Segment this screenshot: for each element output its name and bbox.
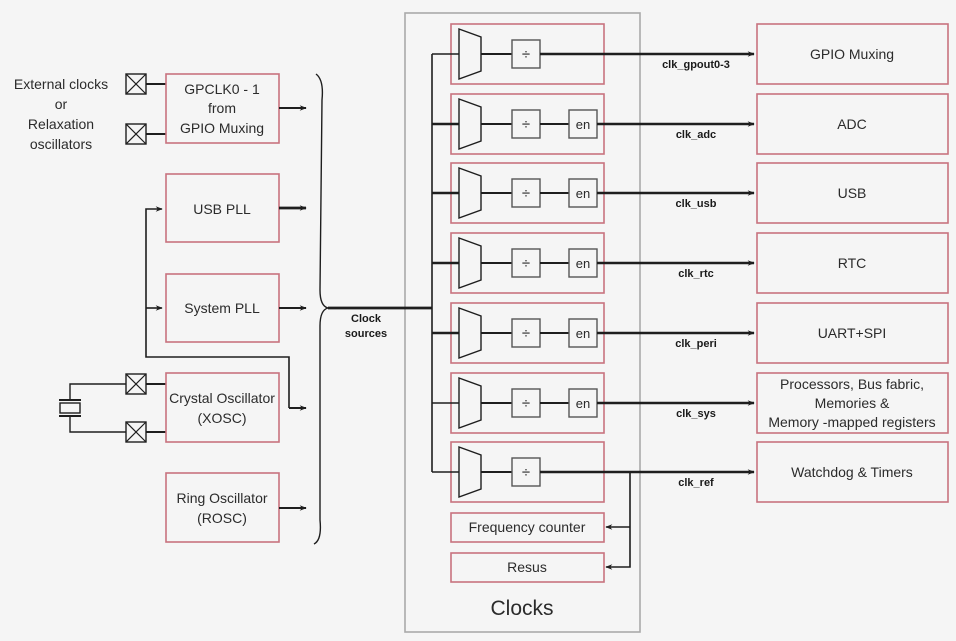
svg-text:Clock: Clock [351,313,382,325]
divider-icon: ÷ [511,388,541,418]
svg-text:External clocks: External clocks [14,76,108,92]
svg-text:(XOSC): (XOSC) [198,410,247,426]
svg-text:GPCLK0 - 1: GPCLK0 - 1 [184,81,260,97]
svg-text:Watchdog & Timers: Watchdog & Timers [791,464,913,480]
destination-block: Processors, Bus fabric, Memories & Memory … [756,372,949,434]
svg-text:USB PLL: USB PLL [193,201,251,217]
svg-text:÷: ÷ [522,255,530,272]
divider-icon: ÷ [511,109,541,139]
svg-text:en: en [576,256,590,271]
source-system-pll: System PLL [165,273,280,343]
frequency-counter-block: Frequency counter [450,512,605,543]
signal-label: clk_adc [676,129,716,141]
xosc-pad-icon [125,421,147,443]
svg-text:Resus: Resus [507,559,547,575]
svg-text:Frequency counter: Frequency counter [469,519,586,535]
svg-text:Processors, Bus fabric,: Processors, Bus fabric, [780,376,924,392]
clock-generator-clk_adc: ÷ en clk_adc [432,93,755,155]
signal-label: clk_ref [678,477,714,489]
clock-generator-clk_rtc: ÷ en clk_rtc [432,232,755,294]
svg-text:Memory -mapped registers: Memory -mapped registers [768,414,935,430]
svg-text:(ROSC): (ROSC) [197,510,247,526]
clock-generator-clk_usb: ÷ en clk_usb [432,162,755,224]
svg-text:÷: ÷ [522,185,530,202]
divider-icon: ÷ [511,457,541,487]
svg-text:Ring Oscillator: Ring Oscillator [176,490,267,506]
destination-block: GPIO Muxing [756,23,949,85]
enable-gate: en [568,248,598,278]
clock-generator-clk_ref: ÷ clk_ref [432,441,755,503]
resus-block: Resus [450,552,605,583]
svg-text:en: en [576,326,590,341]
svg-text:sources: sources [345,328,387,340]
svg-text:÷: ÷ [522,395,530,412]
svg-text:RTC: RTC [838,255,867,271]
clock-sources-brace [313,73,329,545]
clocks-title: Clocks [490,597,553,620]
divider-icon: ÷ [511,39,541,69]
svg-text:÷: ÷ [522,464,530,481]
source-xosc: Crystal Oscillator (XOSC) [165,372,280,443]
clock-generator-clk_sys: ÷ en clk_sys [432,372,755,434]
source-gpclk: GPCLK0 - 1 from GPIO Muxing [165,73,280,144]
mux-icon [458,237,482,289]
svg-text:en: en [576,186,590,201]
divider-icon: ÷ [511,318,541,348]
svg-text:Crystal Oscillator: Crystal Oscillator [169,390,275,406]
external-clocks-label: External clocks or Relaxation oscillator… [14,76,108,152]
mux-icon [458,98,482,150]
svg-text:oscillators: oscillators [30,136,92,152]
enable-gate: en [568,178,598,208]
destination-block: RTC [756,232,949,294]
destination-block: UART+SPI [756,302,949,364]
clock-generator-clk_gpout0-3: ÷ clk_gpout0-3 [432,23,755,85]
svg-text:en: en [576,396,590,411]
svg-text:System PLL: System PLL [184,300,260,316]
svg-text:or: or [55,96,68,112]
svg-text:UART+SPI: UART+SPI [818,325,887,341]
gpio-pad-icon [125,73,147,95]
gpio-pad-icon [125,123,147,145]
svg-text:en: en [576,117,590,132]
svg-text:Memories &: Memories & [815,395,890,411]
mux-icon [458,28,482,80]
svg-text:÷: ÷ [522,325,530,342]
destination-block: ADC [756,93,949,155]
divider-icon: ÷ [511,248,541,278]
svg-text:÷: ÷ [522,116,530,133]
crystal-icon [59,383,126,433]
signal-label: clk_rtc [678,268,713,280]
signal-label: clk_sys [676,408,716,420]
source-rosc: Ring Oscillator (ROSC) [165,472,280,543]
xosc-pad-icon [125,373,147,395]
mux-icon [458,377,482,429]
source-usb-pll: USB PLL [165,173,280,243]
mux-icon [458,167,482,219]
svg-text:USB: USB [838,185,867,201]
enable-gate: en [568,318,598,348]
signal-label: clk_usb [676,198,717,210]
signal-label: clk_gpout0-3 [662,59,730,71]
enable-gate: en [568,109,598,139]
enable-gate: en [568,388,598,418]
signal-label: clk_peri [675,338,717,350]
divider-icon: ÷ [511,178,541,208]
svg-text:GPIO Muxing: GPIO Muxing [810,46,894,62]
destination-block: USB [756,162,949,224]
clock-generator-clk_peri: ÷ en clk_peri [432,302,755,364]
mux-icon [458,307,482,359]
svg-text:Relaxation: Relaxation [28,116,94,132]
svg-text:÷: ÷ [522,46,530,63]
destination-block: Watchdog & Timers [756,441,949,503]
svg-text:from: from [208,100,236,116]
mux-icon [458,446,482,498]
svg-text:GPIO Muxing: GPIO Muxing [180,120,264,136]
svg-text:ADC: ADC [837,116,867,132]
